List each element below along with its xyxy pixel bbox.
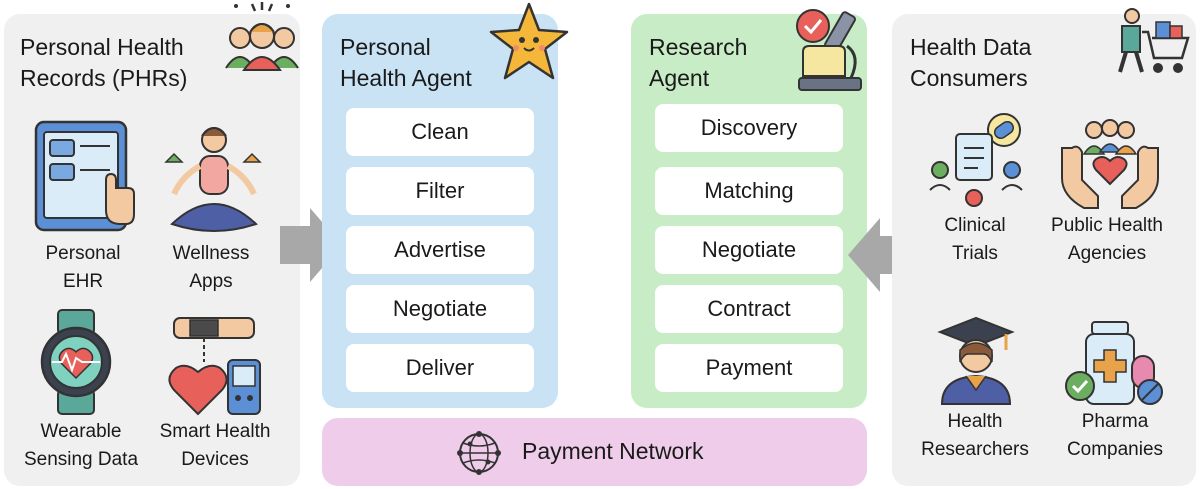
wearable-sensing-label: Wearable Sensing Data bbox=[23, 421, 139, 470]
ra-step-matching: Matching bbox=[655, 167, 843, 215]
public-health-agencies-label: Public Health Agencies bbox=[1051, 215, 1163, 264]
meditation-icon bbox=[164, 127, 262, 232]
personal-ehr-label: Personal EHR bbox=[45, 243, 121, 292]
research-agent-panel: Research Agent Discovery Matching Negoti… bbox=[631, 9, 867, 408]
consumers-panel: Health Data Consumers Clinical Trials bbox=[892, 8, 1196, 486]
ehr-tablet-icon bbox=[34, 120, 135, 232]
ra-step-contract: Contract bbox=[655, 285, 843, 333]
phr-panel-title: Personal Health Records (PHRs) bbox=[20, 34, 188, 91]
payment-network-label: Payment Network bbox=[522, 438, 704, 464]
pha-step-clean: Clean bbox=[346, 108, 534, 156]
payment-network-panel: Payment Network bbox=[322, 418, 867, 486]
smartwatch-icon bbox=[40, 309, 112, 415]
consumers-panel-title: Health Data Consumers bbox=[910, 34, 1032, 91]
ra-step-negotiate: Negotiate bbox=[655, 226, 843, 274]
wellness-apps-label: Wellness Apps bbox=[172, 243, 250, 292]
personal-health-agent-panel: Personal Health Agent Clean Filter Adver… bbox=[322, 2, 569, 408]
clinical-trials-label: Clinical Trials bbox=[944, 215, 1006, 264]
research-agent-title: Research Agent bbox=[649, 34, 748, 91]
pha-step-advertise: Advertise bbox=[346, 226, 534, 274]
shopping-cart-icon bbox=[1118, 8, 1190, 73]
clinical-trial-icon bbox=[929, 113, 1023, 207]
people-group-icon bbox=[225, 2, 299, 71]
microscope-icon bbox=[796, 9, 862, 91]
pha-step-deliver: Deliver bbox=[346, 344, 534, 392]
arrow-right-icon bbox=[280, 208, 342, 282]
smart-health-devices-label: Smart Health Devices bbox=[159, 421, 271, 470]
network-globe-icon bbox=[457, 431, 501, 475]
starfish-icon bbox=[489, 2, 569, 80]
pharma-companies-label: Pharma Companies bbox=[1066, 411, 1164, 460]
graduate-icon bbox=[937, 316, 1015, 405]
medicine-bottle-icon bbox=[1065, 321, 1163, 405]
blood-pressure-monitor-icon bbox=[168, 317, 261, 416]
ra-step-discovery: Discovery bbox=[655, 104, 843, 152]
personal-health-agent-title: Personal Health Agent bbox=[340, 34, 472, 91]
health-researchers-label: Health Researchers bbox=[921, 411, 1029, 460]
phr-panel: Personal Health Records (PHRs) Personal … bbox=[4, 2, 300, 486]
pha-step-filter: Filter bbox=[346, 167, 534, 215]
ra-step-payment: Payment bbox=[655, 344, 843, 392]
pha-step-negotiate: Negotiate bbox=[346, 285, 534, 333]
hands-community-icon bbox=[1061, 119, 1159, 209]
